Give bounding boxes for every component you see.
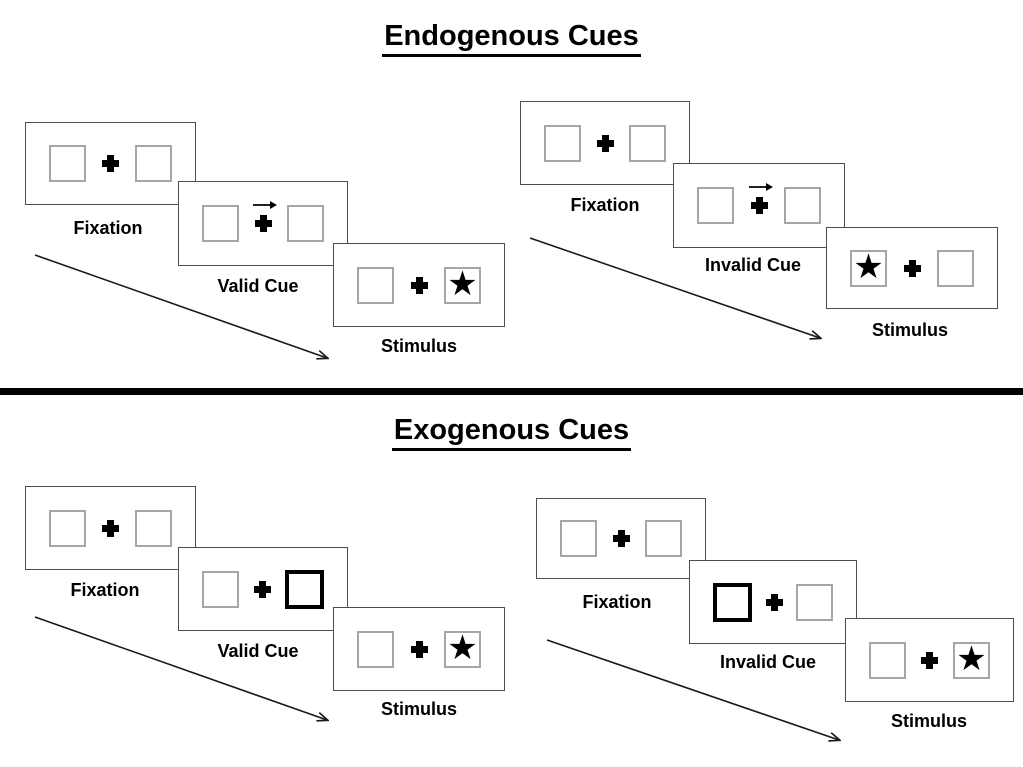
plus-icon: [410, 640, 428, 658]
timeline-arrow-exogenous-valid: [34, 616, 327, 720]
plus-icon: [253, 580, 271, 598]
target-box: ★: [444, 627, 481, 668]
exogenous-invalid-fixation-panel: [536, 498, 706, 579]
highlighted-cue-box: [285, 569, 324, 609]
plus-icon: [765, 593, 783, 611]
left-placeholder-box: [202, 570, 239, 608]
right-placeholder-box: [796, 583, 833, 621]
star-icon: ★: [447, 627, 478, 668]
left-placeholder-box: [544, 124, 581, 162]
left-placeholder-box: [697, 187, 734, 224]
highlighted-cue-box: [713, 582, 752, 622]
section-title-exogenous: Exogenous Cues: [0, 414, 1023, 451]
right-placeholder-box: [135, 145, 172, 182]
target-box: ★: [444, 263, 481, 304]
section-title-endogenous: Endogenous Cues: [0, 20, 1023, 57]
left-placeholder-box: [357, 266, 394, 304]
plus-icon: [254, 215, 272, 232]
endogenous-invalid-stimulus-panel: ★: [826, 227, 998, 309]
section-title-exogenous-text: Exogenous Cues: [391, 414, 632, 451]
fixation-cross: [102, 519, 119, 537]
star-icon: ★: [447, 263, 478, 304]
left-placeholder-box: [869, 641, 906, 679]
left-placeholder-box: [357, 630, 394, 668]
trial-label: Fixation: [73, 218, 143, 238]
fixation-cross: [410, 276, 428, 294]
plus-icon: [903, 259, 921, 277]
exogenous-valid-stimulus-panel: ★: [333, 607, 505, 691]
left-placeholder-box: [49, 145, 86, 182]
trial-label: Valid Cue: [217, 641, 299, 661]
timeline-arrow-exogenous-invalid: [546, 639, 839, 740]
left-placeholder-box: [560, 520, 597, 557]
fixation-cross: [903, 259, 921, 277]
exogenous-valid-fixation-panel: [25, 486, 196, 570]
left-placeholder-box: [202, 205, 239, 242]
trial-label: Valid Cue: [217, 276, 299, 296]
fixation-cross: [612, 530, 630, 547]
star-icon: ★: [853, 246, 884, 287]
fixation-cross-with-cue: [748, 183, 773, 214]
fixation-cross: [253, 580, 271, 598]
trial-label: Stimulus: [871, 320, 948, 340]
right-arrow-cue-icon: [252, 201, 277, 209]
fixation-cross: [102, 155, 119, 172]
trial-label: Fixation: [70, 580, 140, 600]
timeline-arrow-endogenous-valid: [34, 254, 327, 358]
endogenous-valid-cue-panel: [178, 181, 348, 266]
endogenous-valid-fixation-panel: [25, 122, 196, 205]
right-placeholder-box: [645, 520, 682, 557]
fixation-cross: [410, 640, 428, 658]
trial-label: Invalid Cue: [719, 652, 817, 672]
exogenous-invalid-stimulus-panel: ★: [845, 618, 1014, 702]
trial-label: Fixation: [582, 592, 652, 612]
plus-icon: [596, 134, 614, 152]
exogenous-invalid-cue-panel: [689, 560, 857, 644]
trial-label: Invalid Cue: [704, 255, 802, 275]
trial-label: Stimulus: [380, 336, 457, 356]
fixation-cross: [596, 134, 614, 152]
plus-icon: [921, 651, 938, 669]
right-placeholder-box: [629, 124, 666, 162]
star-icon: ★: [956, 638, 987, 679]
right-placeholder-box: [937, 249, 974, 287]
right-arrow-cue-icon: [748, 183, 773, 191]
exogenous-valid-cue-panel: [178, 547, 348, 631]
endogenous-invalid-fixation-panel: [520, 101, 690, 185]
right-placeholder-box: [135, 509, 172, 547]
plus-icon: [102, 519, 119, 537]
fixation-cross-with-cue: [252, 201, 277, 232]
right-placeholder-box: [287, 205, 324, 242]
timeline-arrow-endogenous-invalid: [529, 237, 820, 338]
trial-label: Stimulus: [890, 711, 967, 731]
fixation-cross: [921, 651, 938, 669]
fixation-cross: [765, 593, 783, 611]
plus-icon: [750, 197, 768, 214]
target-box: ★: [953, 638, 990, 679]
section-divider: [0, 388, 1023, 395]
endogenous-invalid-cue-panel: [673, 163, 845, 248]
target-box: ★: [850, 246, 887, 287]
section-title-endogenous-text: Endogenous Cues: [382, 20, 641, 57]
plus-icon: [102, 155, 119, 172]
right-placeholder-box: [784, 187, 821, 224]
left-placeholder-box: [49, 509, 86, 547]
trial-label: Stimulus: [380, 699, 457, 719]
trial-label: Fixation: [570, 195, 640, 215]
plus-icon: [410, 276, 428, 294]
endogenous-valid-stimulus-panel: ★: [333, 243, 505, 327]
plus-icon: [612, 530, 630, 547]
